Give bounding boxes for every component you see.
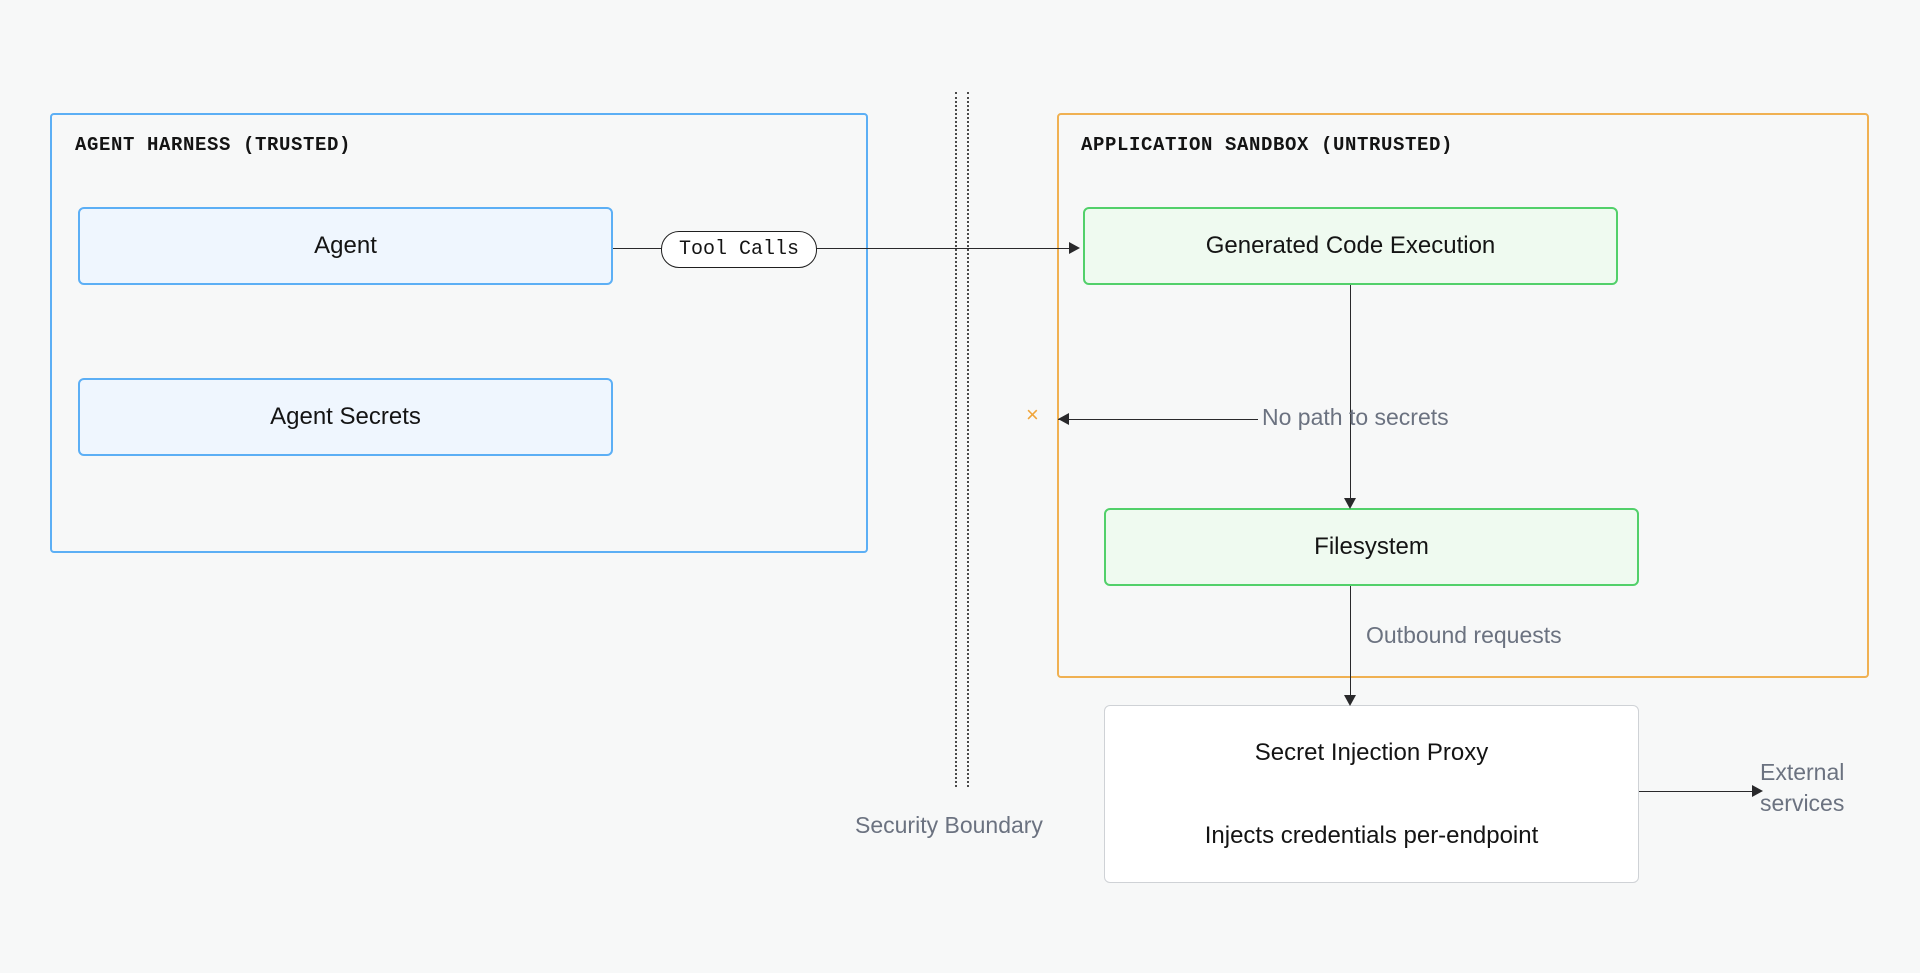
edge-code-execution-down-upper [1350,285,1351,420]
node-agent[interactable]: Agent [78,207,613,285]
node-generated-code-execution[interactable]: Generated Code Execution [1083,207,1618,285]
label-external-services-line2: services [1760,790,1845,817]
node-agent-secrets[interactable]: Agent Secrets [78,378,613,456]
node-secret-injection-proxy-sublabel: Injects credentials per-endpoint [1204,822,1539,849]
node-agent-secrets-label: Agent Secrets [270,403,421,431]
edge-label-tool-calls: Tool Calls [661,231,818,268]
group-application-sandbox [1057,113,1869,678]
security-boundary-label: Security Boundary [855,812,1043,838]
security-boundary-line-left [955,92,957,787]
blocked-x-icon: × [1026,402,1039,427]
arrowhead-into-filesystem [1344,498,1356,509]
edge-no-path-to-secrets [1058,419,1258,420]
node-filesystem[interactable]: Filesystem [1104,508,1639,586]
group-application-sandbox-title: APPLICATION SANDBOX (UNTRUSTED) [1081,134,1454,156]
edge-filesystem-to-proxy [1350,586,1351,699]
group-agent-harness [50,113,868,553]
edge-tool-calls-to-code-execution [815,248,1070,249]
group-agent-harness-title: AGENT HARNESS (TRUSTED) [75,134,352,156]
arrowhead-no-path-to-secrets [1058,413,1069,425]
edge-proxy-to-external-services [1639,791,1755,792]
arrowhead-into-external-services [1752,785,1763,797]
arrowhead-into-proxy [1344,695,1356,706]
arrowhead-into-code-execution [1069,242,1080,254]
edge-label-tool-calls-text: Tool Calls [679,238,800,261]
security-boundary-line-right [967,92,969,787]
edge-agent-to-tool-calls [613,248,661,249]
label-external-services-line1: External [1760,759,1845,785]
node-filesystem-label: Filesystem [1314,533,1429,561]
node-agent-label: Agent [314,232,377,260]
edge-label-outbound-requests: Outbound requests [1366,622,1562,648]
label-external-services: External services [1760,757,1880,819]
node-secret-injection-proxy[interactable]: Secret Injection Proxy Injects credentia… [1104,705,1639,883]
edge-label-no-path-to-secrets: No path to secrets [1262,404,1449,430]
edge-code-execution-down-lower [1350,420,1351,502]
node-generated-code-execution-label: Generated Code Execution [1205,232,1496,260]
node-secret-injection-proxy-label: Secret Injection Proxy [1254,738,1489,766]
